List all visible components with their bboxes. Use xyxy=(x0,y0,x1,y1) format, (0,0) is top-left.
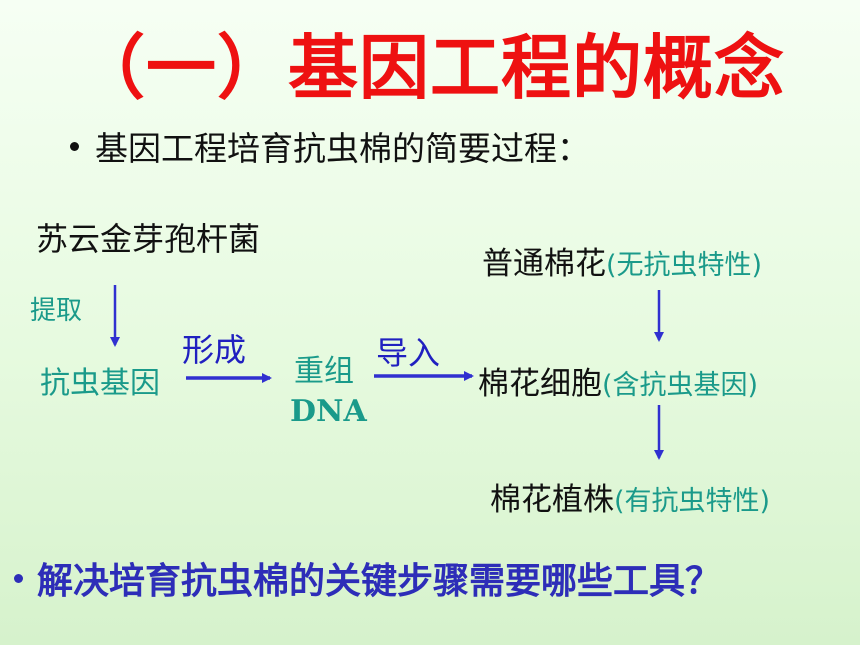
import-label: 导入 xyxy=(376,334,441,372)
subtitle-bullet: 基因工程培育抗虫棉的简要过程： xyxy=(70,122,590,170)
page-title: （一）基因工程的概念 xyxy=(75,27,785,109)
cotton-plant: 棉花植株(有抗虫特性) xyxy=(490,474,770,519)
plant-note: (有抗虫特性) xyxy=(614,486,771,517)
form-label: 形成 xyxy=(182,331,247,369)
subtitle-text: 基因工程培育抗虫棉的简要过程： xyxy=(95,129,590,168)
plant-text: 棉花植株 xyxy=(490,482,614,518)
cotton-text: 普通棉花 xyxy=(482,246,606,282)
normal-cotton: 普通棉花(无抗虫特性) xyxy=(482,238,762,283)
bullet-dot xyxy=(14,573,23,583)
cotton-note: (无抗虫特性) xyxy=(606,250,763,281)
source-bacterium: 苏云金芽孢杆菌 xyxy=(36,220,261,258)
question-bullet: 解决培育抗虫棉的关键步骤需要哪些工具？ xyxy=(14,552,721,604)
cell-note: (含抗虫基因) xyxy=(602,370,759,401)
recombinant-dna: DNA xyxy=(290,394,367,429)
question-text: 解决培育抗虫棉的关键步骤需要哪些工具？ xyxy=(37,561,722,602)
extract-label: 提取 xyxy=(30,296,83,326)
recombinant-label: 重组 xyxy=(294,354,354,389)
insect-gene: 抗虫基因 xyxy=(40,366,160,401)
cell-text: 棉花细胞 xyxy=(478,366,602,402)
cotton-cell: 棉花细胞(含抗虫基因) xyxy=(478,358,758,403)
bullet-dot xyxy=(70,141,79,151)
